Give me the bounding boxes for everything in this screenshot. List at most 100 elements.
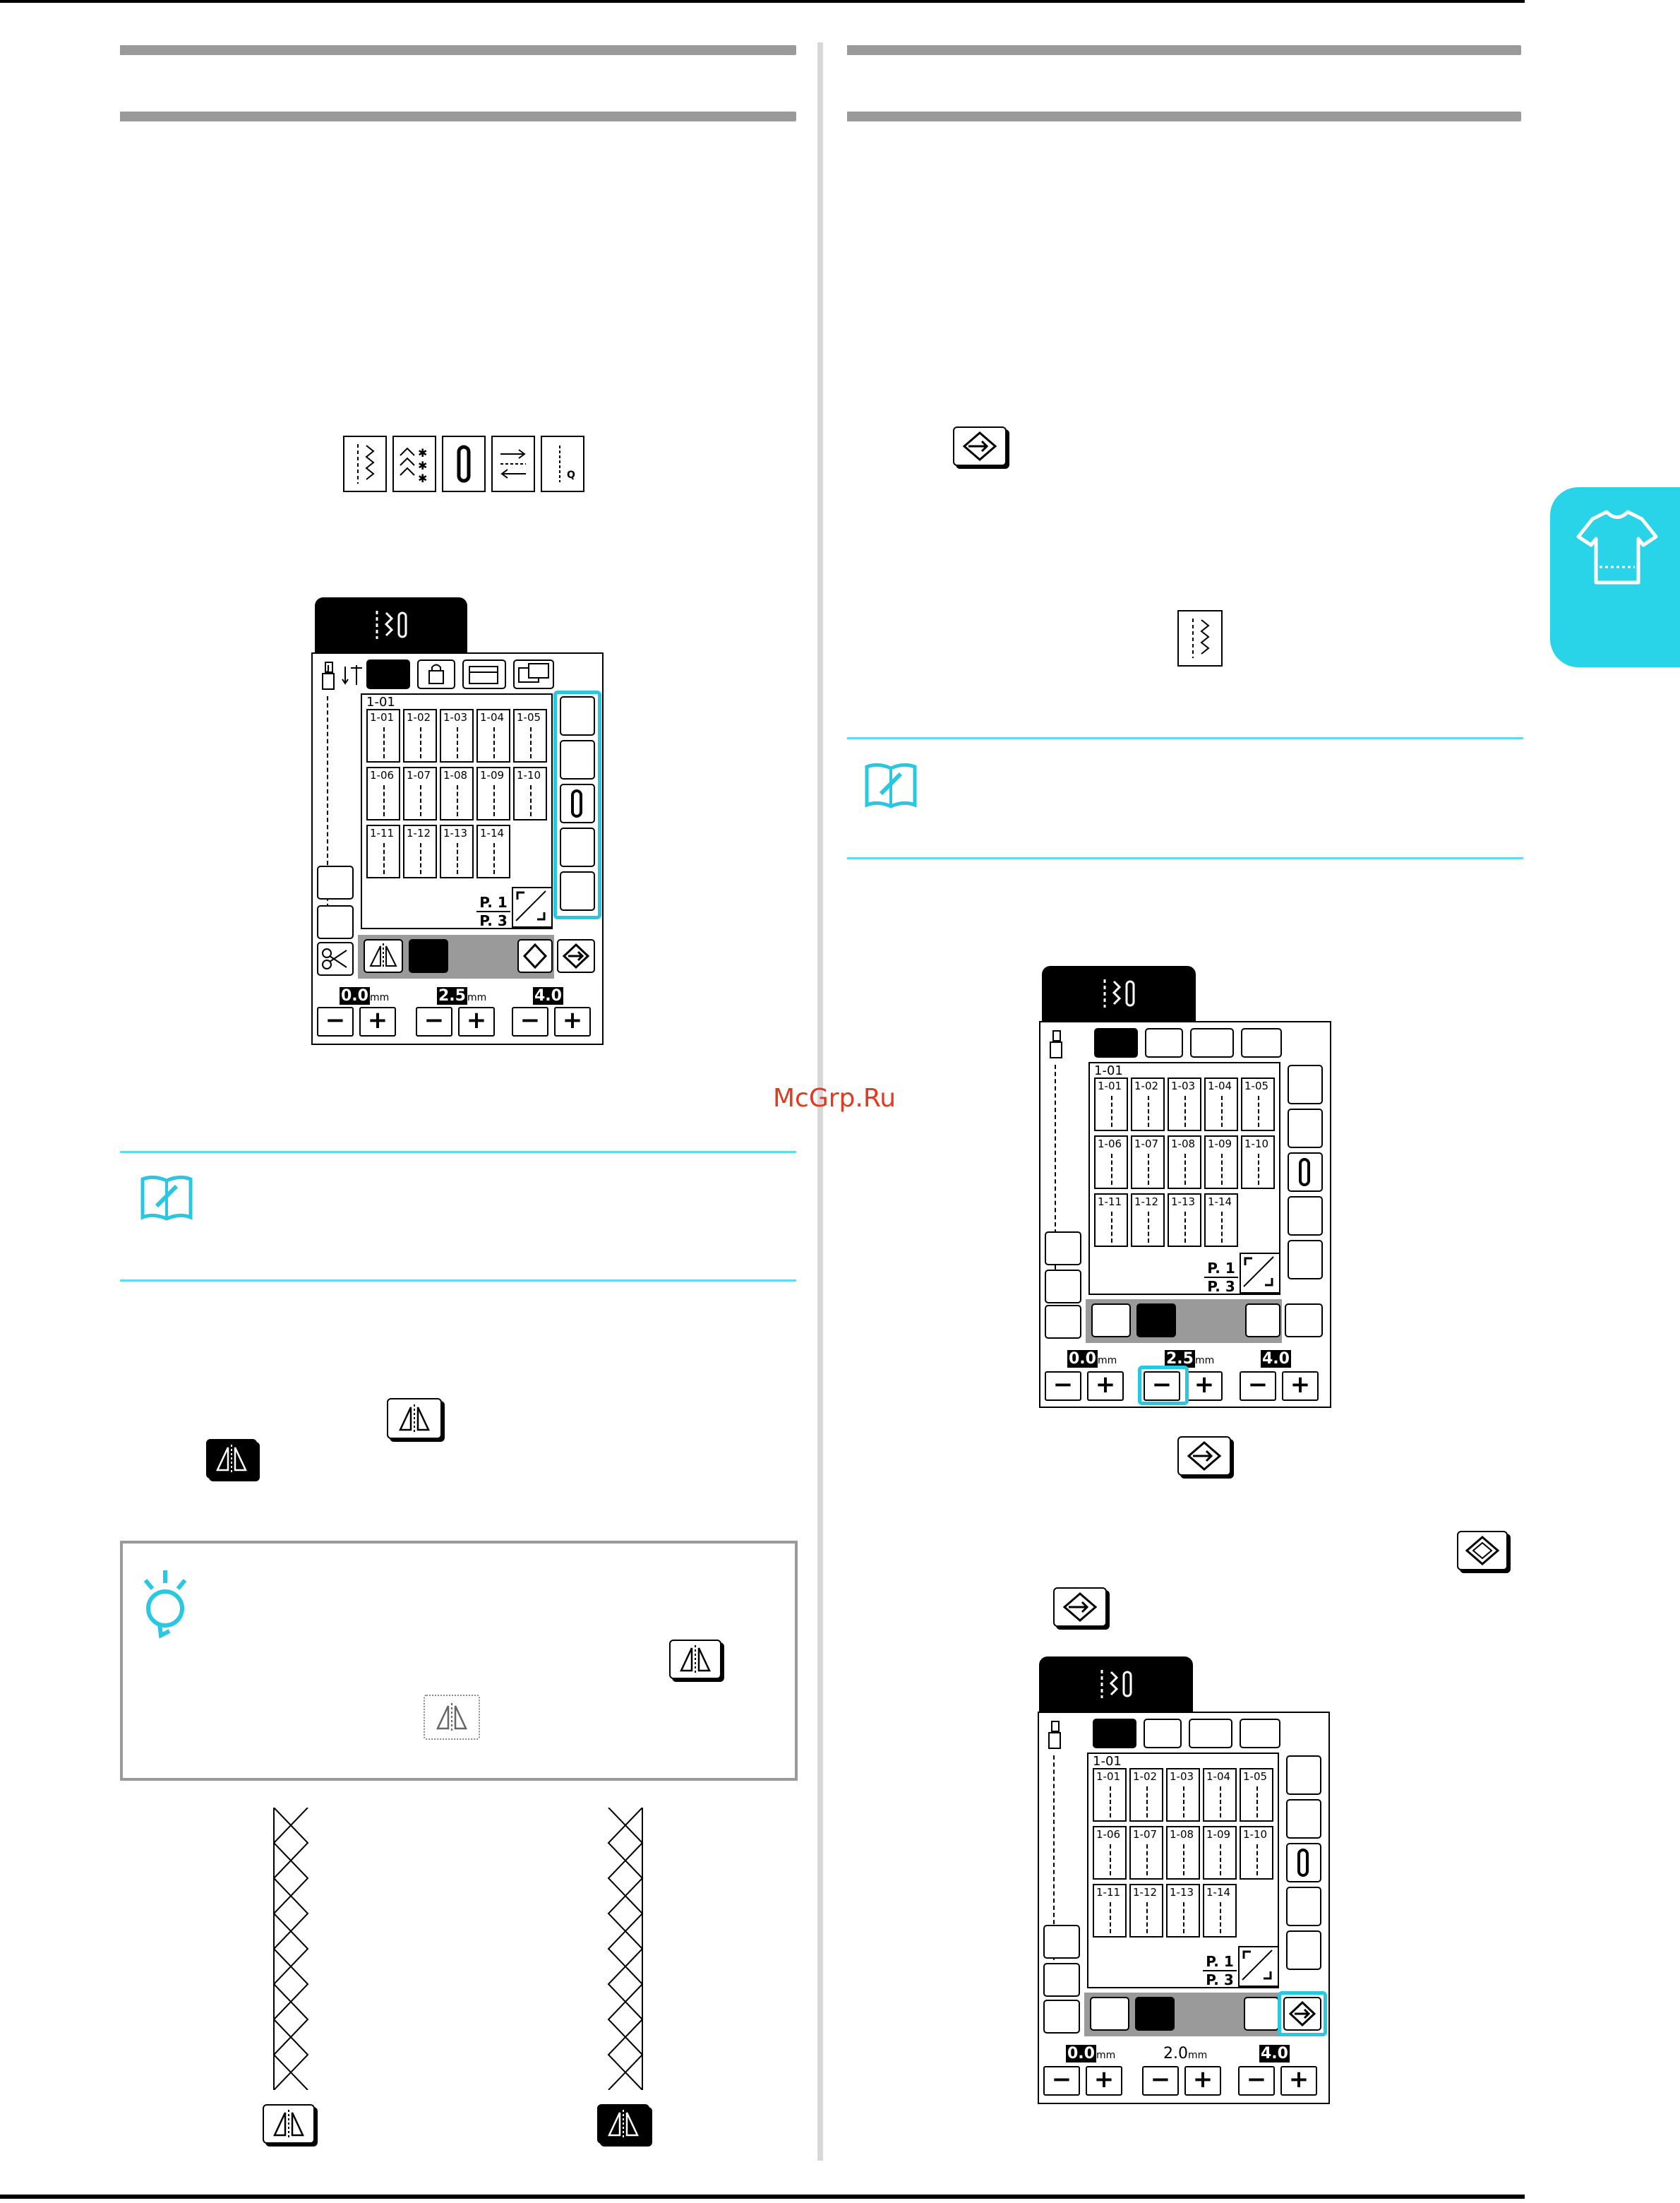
screen3-retrieve-button[interactable] [1283,1997,1321,2031]
stitch-cell[interactable]: 1-07 [403,767,437,820]
stitch-cell[interactable]: 1-01 [366,709,400,763]
screen2-mirror-button[interactable] [1091,1303,1131,1337]
stitch-cell[interactable]: 1-11 [1094,1193,1128,1247]
stitch-cell[interactable]: 1-10 [513,767,547,820]
mirror-image-active-button[interactable] [206,1439,257,1479]
screen1-tension-minus[interactable]: − [512,1007,548,1037]
screen3-cat-zigzag[interactable] [1286,1755,1321,1795]
stitch-cell[interactable]: 1-05 [513,709,547,763]
stitch-cell[interactable]: 1-06 [1093,1826,1127,1880]
screen2-cat-quilting[interactable] [1288,1240,1323,1279]
straight-zigzag-category-icon[interactable] [343,436,387,492]
screen1-reverse-button[interactable] [317,905,354,939]
stitch-cell[interactable]: 1-02 [1129,1768,1163,1822]
stitch-cell[interactable]: 1-14 [1203,1884,1237,1938]
stitch-cell[interactable]: 1-12 [1131,1193,1165,1247]
screen3-presser-lift-button[interactable] [1043,1925,1080,1959]
retrieve-icon-button-2[interactable] [1177,1436,1231,1476]
screen1-cut-button[interactable] [317,942,354,976]
screen3-width-plus[interactable]: + [1086,2066,1122,2096]
sample-mirror-on-button[interactable] [597,2104,649,2144]
screen3-cat-buttonhole[interactable] [1286,1843,1321,1882]
screen2-page-arrows-button[interactable] [1240,1253,1280,1294]
screen1-presser-lift-button[interactable] [317,866,354,900]
screen3-cat-decorative[interactable] [1286,1799,1321,1839]
sample-mirror-off-button[interactable] [263,2104,315,2144]
stitch-cell[interactable]: 1-01 [1093,1768,1127,1822]
stitch-cell[interactable]: 1-04 [476,709,510,763]
screen3-memory-button[interactable] [1244,1997,1279,2031]
stitch-cell[interactable]: 1-05 [1241,1077,1275,1131]
stitch-cell[interactable]: 1-09 [1203,1826,1237,1880]
stitch-cell[interactable]: 1-02 [1131,1077,1165,1131]
retrieve-icon-button[interactable] [953,426,1007,466]
screen1-settings-button[interactable] [462,659,506,689]
screen1-retrieve-button[interactable] [557,939,595,973]
screen2-reverse-button[interactable] [1045,1270,1081,1303]
stitch-cell[interactable]: 1-08 [1168,1135,1201,1189]
stitch-cell[interactable]: 1-01 [1094,1077,1128,1131]
stitch-cell[interactable]: 1-11 [366,825,400,878]
memory-icon-button[interactable] [1457,1531,1508,1570]
screen2-retrieve-button[interactable] [1285,1303,1323,1337]
screen2-memory-button[interactable] [1245,1303,1280,1337]
screen1-length-plus[interactable]: + [458,1007,495,1037]
screen3-length-plus[interactable]: + [1184,2066,1221,2096]
screen2-width-plus[interactable]: + [1087,1371,1124,1401]
screen2-twin-needle-button[interactable] [1136,1303,1176,1337]
screen1-cat-buttonhole[interactable] [560,784,595,823]
screen2-cat-decorative[interactable] [1288,1109,1323,1148]
direction-stitch-category-icon[interactable] [491,436,535,492]
stitch-cell[interactable]: 1-09 [476,767,510,820]
stitch-cell[interactable]: 1-06 [1094,1135,1128,1189]
screen1-page-arrows-button[interactable] [512,887,553,928]
mirror-image-button[interactable] [387,1398,442,1439]
stitch-cell[interactable]: 1-10 [1241,1135,1275,1189]
note-mirror-button[interactable] [669,1640,721,1679]
screen2-presser-lift-button[interactable] [1045,1231,1081,1265]
screen2-settings-button[interactable] [1190,1028,1234,1058]
screen1-mirror-button[interactable] [364,939,403,973]
screen1-width-minus[interactable]: − [317,1007,354,1037]
screen2-length-minus[interactable]: − [1144,1371,1180,1401]
screen2-cat-buttonhole[interactable] [1288,1152,1323,1192]
screen1-tension-plus[interactable]: + [554,1007,591,1037]
stitch-cell[interactable]: 1-05 [1240,1768,1273,1822]
screen2-tab[interactable] [1042,966,1196,1021]
screen1-twin-needle-button[interactable] [409,939,448,973]
screen3-cat-direction[interactable] [1286,1887,1321,1926]
screen1-cat-direction[interactable] [560,828,595,867]
screen2-cat-direction[interactable] [1288,1196,1323,1236]
screen3-tab[interactable] [1039,1656,1193,1712]
stitch-cell[interactable]: 1-02 [403,709,437,763]
screen2-help-button[interactable] [1241,1028,1282,1058]
stitch-cell[interactable]: 1-04 [1204,1077,1238,1131]
screen3-settings-button[interactable] [1189,1719,1232,1748]
stitch-cell[interactable]: 1-08 [1166,1826,1200,1880]
screen3-help-button[interactable] [1240,1719,1280,1748]
screen1-cat-zigzag[interactable] [560,696,595,736]
stitch-cell[interactable]: 1-06 [366,767,400,820]
screen3-tension-plus[interactable]: + [1280,2066,1317,2096]
screen2-lock-button[interactable] [1145,1028,1183,1058]
buttonhole-category-icon[interactable] [442,436,486,492]
screen1-stitch-size-button[interactable] [366,659,410,689]
screen3-tension-minus[interactable]: − [1238,2066,1275,2096]
screen3-cat-quilting[interactable] [1286,1930,1321,1970]
screen2-width-minus[interactable]: − [1045,1371,1081,1401]
screen1-width-plus[interactable]: + [359,1007,396,1037]
screen1-memory-button[interactable] [517,939,553,973]
stitch-cell[interactable]: 1-07 [1131,1135,1165,1189]
stitch-cell[interactable]: 1-09 [1204,1135,1238,1189]
screen2-stitch-size-button[interactable] [1094,1028,1138,1058]
retrieve-icon-button-3[interactable] [1053,1587,1107,1627]
decorative-stitch-category-icon[interactable]: ✱✱✱ [392,436,436,492]
stitch-cell[interactable]: 1-03 [1166,1768,1200,1822]
stitch-cell[interactable]: 1-13 [1166,1884,1200,1938]
stitch-cell[interactable]: 1-12 [403,825,437,878]
chapter-tab[interactable] [1550,487,1680,667]
stitch-cell[interactable]: 1-11 [1093,1884,1127,1938]
screen3-cut-button[interactable] [1043,2000,1080,2034]
right-zigzag-category-icon[interactable] [1177,610,1223,667]
screen1-lock-button[interactable] [417,659,455,689]
